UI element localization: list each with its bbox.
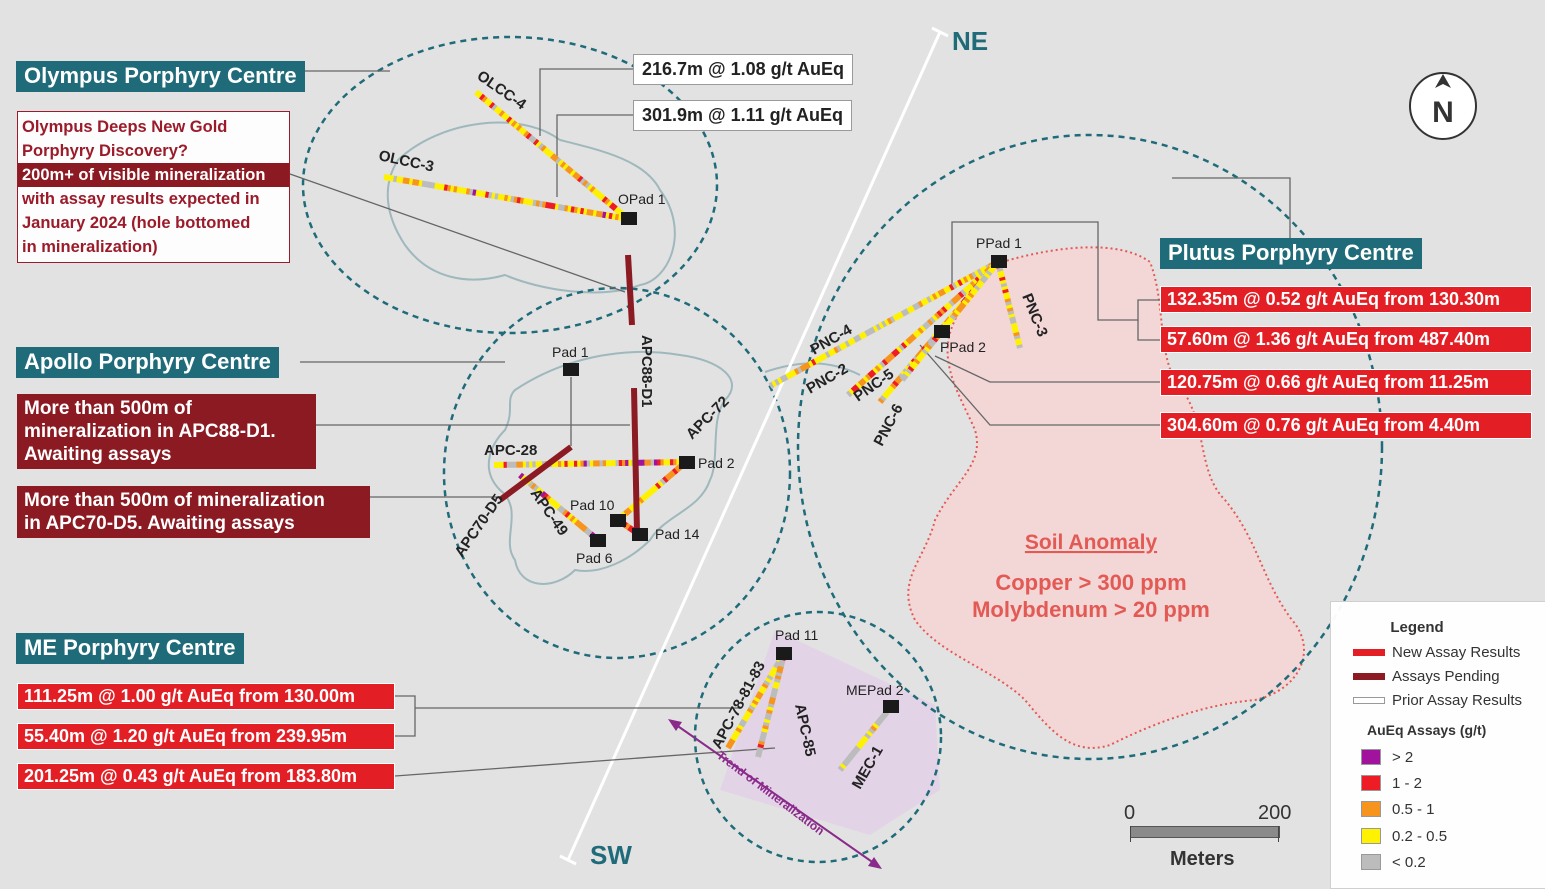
label-pad2: Pad 2 [698, 455, 735, 471]
olympus-result-olcc3: 301.9m @ 1.11 g/t AuEq [633, 100, 852, 131]
legend-assay-05-1: 0.5 - 1 [1361, 800, 1435, 818]
hole-apc28 [493, 458, 687, 468]
plutus-result-3: 120.75m @ 0.66 g/t AuEq from 11.25m [1160, 369, 1532, 396]
label-pad10: Pad 10 [570, 497, 615, 513]
north-letter: N [1432, 96, 1454, 129]
legend-title: Legend [1390, 619, 1444, 636]
connector-plutus-centre [1172, 177, 1291, 240]
ne-label: NE [952, 26, 988, 56]
olympus-centre-label: Olympus Porphyry Centre [16, 61, 305, 92]
pad-pad1 [563, 363, 579, 376]
hole-apc88-pending [625, 254, 635, 326]
hole-apc70-pending [498, 444, 573, 503]
scale-unit: Meters [1170, 848, 1235, 870]
legend-assay-gt2: > 2 [1361, 748, 1413, 766]
label-ppad1: PPad 1 [976, 235, 1022, 251]
label-ppad2: PPad 2 [940, 339, 986, 355]
olympus-zone-outline [386, 121, 676, 294]
legend: Legend New Assay Results Assays Pending … [1330, 601, 1545, 889]
label-apc88: APC88-D1 [638, 335, 655, 408]
connector-olcc4 [539, 68, 633, 136]
plutus-centre-label: Plutus Porphyry Centre [1160, 238, 1422, 269]
apollo-zone-outline [487, 350, 733, 585]
me-result-3: 201.25m @ 0.43 g/t AuEq from 183.80m [17, 763, 395, 790]
soil-anomaly-copper: Copper > 300 ppm [995, 570, 1186, 595]
legend-item-new: New Assay Results [1353, 643, 1520, 661]
pad-mepad2 [883, 700, 899, 713]
label-mepad2: MEPad 2 [846, 682, 904, 698]
pad-pad14 [632, 528, 648, 541]
legend-assay-lt02: < 0.2 [1361, 853, 1426, 871]
hole-mec1 [837, 704, 894, 772]
legend-item-prior: Prior Assay Results [1353, 691, 1522, 709]
apollo-centre-label: Apollo Porphyry Centre [16, 347, 279, 378]
connector-pnc-304 [919, 344, 1160, 426]
connector-opad1 [556, 114, 633, 197]
pad-pad11 [776, 647, 792, 660]
plutus-result-2: 57.60m @ 1.36 g/t AuEq from 487.40m [1160, 326, 1532, 353]
scale-bar: 0 200 Meters [1118, 800, 1310, 876]
connector-me-bracket [395, 695, 416, 737]
apollo-note-apc70: More than 500m of mineralization in APC7… [17, 486, 370, 538]
label-pad6: Pad 6 [576, 550, 613, 566]
legend-assay-title: AuEq Assays (g/t) [1367, 722, 1487, 738]
olympus-centre-circle [301, 35, 719, 335]
olympus-deeps-note: Olympus Deeps New Gold Porphyry Discover… [17, 111, 290, 263]
hole-olcc3 [383, 174, 629, 223]
label-opad1: OPad 1 [618, 191, 666, 207]
label-apc28: APC-28 [484, 442, 537, 459]
apollo-note-apc88: More than 500m of mineralization in APC8… [17, 394, 316, 469]
pad-pad2 [679, 456, 695, 469]
connector-pnc-57 [1137, 320, 1160, 341]
soil-anomaly-molybdenum: Molybdenum > 20 ppm [972, 597, 1210, 622]
connector-ppad1 [951, 221, 1160, 321]
scale-max: 200 [1258, 802, 1292, 824]
label-pad11: Pad 11 [775, 627, 819, 643]
connector-olympus-deeps [289, 173, 626, 293]
me-result-1: 111.25m @ 1.00 g/t AuEq from 130.00m [17, 683, 395, 710]
scale-min: 0 [1124, 802, 1136, 824]
sw-label: SW [590, 840, 632, 870]
legend-assay-1-2: 1 - 2 [1361, 774, 1422, 792]
plutus-centre-circle [796, 133, 1384, 761]
apollo-centre-circle [442, 286, 792, 660]
connector-pnc-120 [934, 355, 1160, 383]
pad-ppad2 [934, 325, 950, 338]
north-arrow: N [1409, 72, 1477, 140]
soil-anomaly-title: Soil Anomaly [1025, 531, 1158, 554]
pad-pad10 [610, 514, 626, 527]
hole-apc88-lower-pending [631, 387, 640, 533]
pad-pad6 [590, 534, 606, 547]
legend-assay-02-05: 0.2 - 0.5 [1361, 827, 1447, 845]
scale-line [1130, 826, 1280, 838]
me-centre-label: ME Porphyry Centre [16, 633, 244, 664]
plutus-result-1: 132.35m @ 0.52 g/t AuEq from 130.30m [1160, 286, 1532, 313]
label-pad1: Pad 1 [552, 344, 589, 360]
olympus-result-olcc4: 216.7m @ 1.08 g/t AuEq [633, 54, 853, 85]
me-result-2: 55.40m @ 1.20 g/t AuEq from 239.95m [17, 723, 395, 750]
connector-me-201 [394, 747, 776, 777]
legend-item-pending: Assays Pending [1353, 667, 1500, 685]
ne-sw-trend-line [566, 31, 942, 861]
pad-ppad1 [991, 255, 1007, 268]
trend-arrow [671, 721, 879, 867]
plutus-result-4: 304.60m @ 0.76 g/t AuEq from 4.40m [1160, 412, 1532, 439]
label-pad14: Pad 14 [655, 526, 700, 542]
pad-opad1 [621, 212, 637, 225]
